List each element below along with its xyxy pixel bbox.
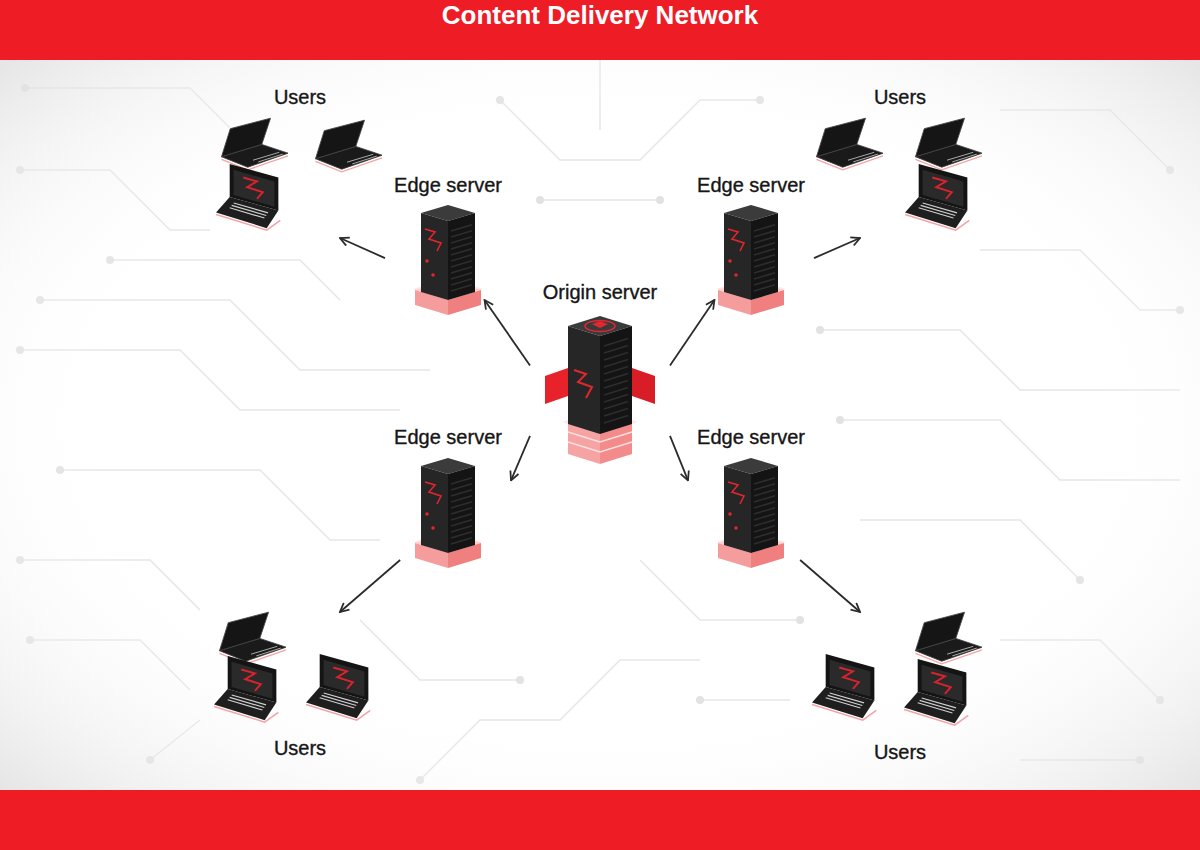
node-label: Edge server [697,425,805,449]
edge-server: Edge server [385,425,511,560]
laptop-icon [306,654,370,720]
node-label: Edge server [394,173,502,197]
edge-server: Edge server [688,425,814,560]
arrow-connector [670,300,714,366]
laptop-icon [812,654,876,720]
laptop-icon [916,612,983,664]
canvas-vignette [0,60,1200,790]
node-label: Users [274,85,326,109]
node-label: Users [874,85,926,109]
arrow-connector [340,238,385,258]
arrow-connector [511,436,530,481]
laptop-icon [222,118,289,170]
laptop-icon [904,659,968,725]
server-icon [413,205,483,315]
laptop-icon [817,118,884,170]
node-label: Origin server [543,280,657,304]
origin-icon [545,316,655,464]
node-label: Users [274,736,326,760]
edge-server: Edge server [688,173,814,300]
footer-bar [0,790,1200,850]
laptop-icon [905,164,969,230]
arrow-connector [814,238,860,258]
user-laptops [214,118,982,725]
header-bar [0,0,1200,60]
laptop-icon [220,612,287,664]
arrow-connector [670,436,688,481]
arrow-connector [485,300,530,366]
user-group: Users [815,85,985,238]
user-group: Users [815,612,985,764]
arrow-connector [340,560,400,612]
laptop-icon [316,120,383,172]
arrow-connector [800,560,860,612]
node-label: Edge server [394,425,502,449]
server-icon [716,205,786,315]
canvas-bg [0,60,1200,790]
server-icon [716,458,786,568]
origin-server: Origin server [530,280,670,470]
server-icon [413,458,483,568]
user-group: Users [215,612,385,760]
laptop-icon [216,164,280,230]
node-label: Users [874,740,926,764]
laptop-icon [916,118,983,170]
server-icons [413,205,786,568]
diagram-title: Content Delivery Network [0,0,1200,60]
edge-server: Edge server [385,173,511,300]
node-label: Edge server [697,173,805,197]
laptop-icon [214,656,278,722]
user-group: Users [215,85,385,238]
